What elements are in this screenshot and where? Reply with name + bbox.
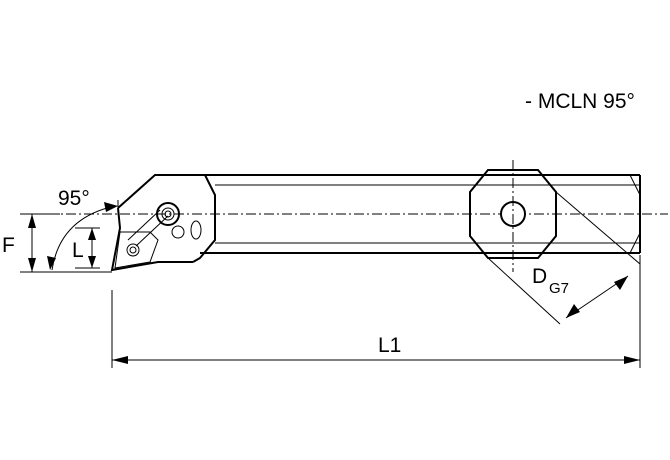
offset-dimension: F bbox=[2, 213, 112, 273]
pin-hole bbox=[190, 220, 202, 240]
label-d: D bbox=[532, 265, 547, 288]
angle-dimension: 95° bbox=[47, 187, 119, 271]
insert-clamp-assembly bbox=[110, 202, 202, 272]
tool-designation-title: - MCLN 95° bbox=[525, 90, 635, 113]
label-l1: L1 bbox=[378, 334, 401, 357]
diameter-dimension: D G7 bbox=[487, 191, 641, 325]
cutting-length-dimension: L bbox=[72, 227, 100, 269]
label-g7: G7 bbox=[549, 280, 569, 297]
length-dimension: L1 bbox=[111, 255, 641, 368]
label-angle: 95° bbox=[58, 187, 90, 210]
label-l: L bbox=[72, 239, 84, 262]
tool-body bbox=[117, 174, 641, 263]
cross-section bbox=[469, 160, 557, 272]
insert-screw bbox=[126, 243, 140, 257]
coolant-hole bbox=[171, 225, 185, 239]
label-f: F bbox=[2, 234, 15, 257]
